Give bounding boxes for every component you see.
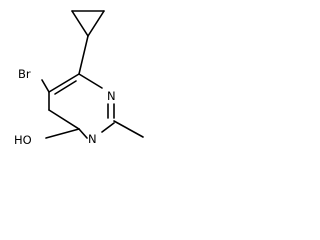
bond-cyclopropyl-right: [87, 10, 105, 37]
bond-c6-c5-inner: [54, 80, 77, 95]
bond-c6-cyclopropyl: [78, 35, 89, 75]
bond-cyclopropyl-left: [71, 10, 89, 37]
bond-n3-c4: [78, 128, 88, 139]
hydroxyl-label: HO: [14, 133, 32, 147]
bromine-label: Br: [18, 67, 31, 81]
bond-c4-oh: [45, 128, 80, 139]
bond-c5-br: [41, 79, 50, 93]
bond-c2-n3: [101, 122, 115, 133]
pyrimidine-ring: [48, 73, 115, 139]
bond-c2-methyl: [113, 120, 144, 138]
bond-c4-c5: [48, 109, 80, 130]
bond-c6-n1: [78, 73, 103, 89]
bond-c6-c5: [48, 73, 80, 93]
nitrogen-top-label: N: [107, 89, 116, 103]
cyclopropyl-ring: [71, 10, 105, 37]
chemical-structure-diagram: Br N N HO: [14, 10, 144, 147]
nitrogen-bottom-label: N: [88, 132, 97, 146]
